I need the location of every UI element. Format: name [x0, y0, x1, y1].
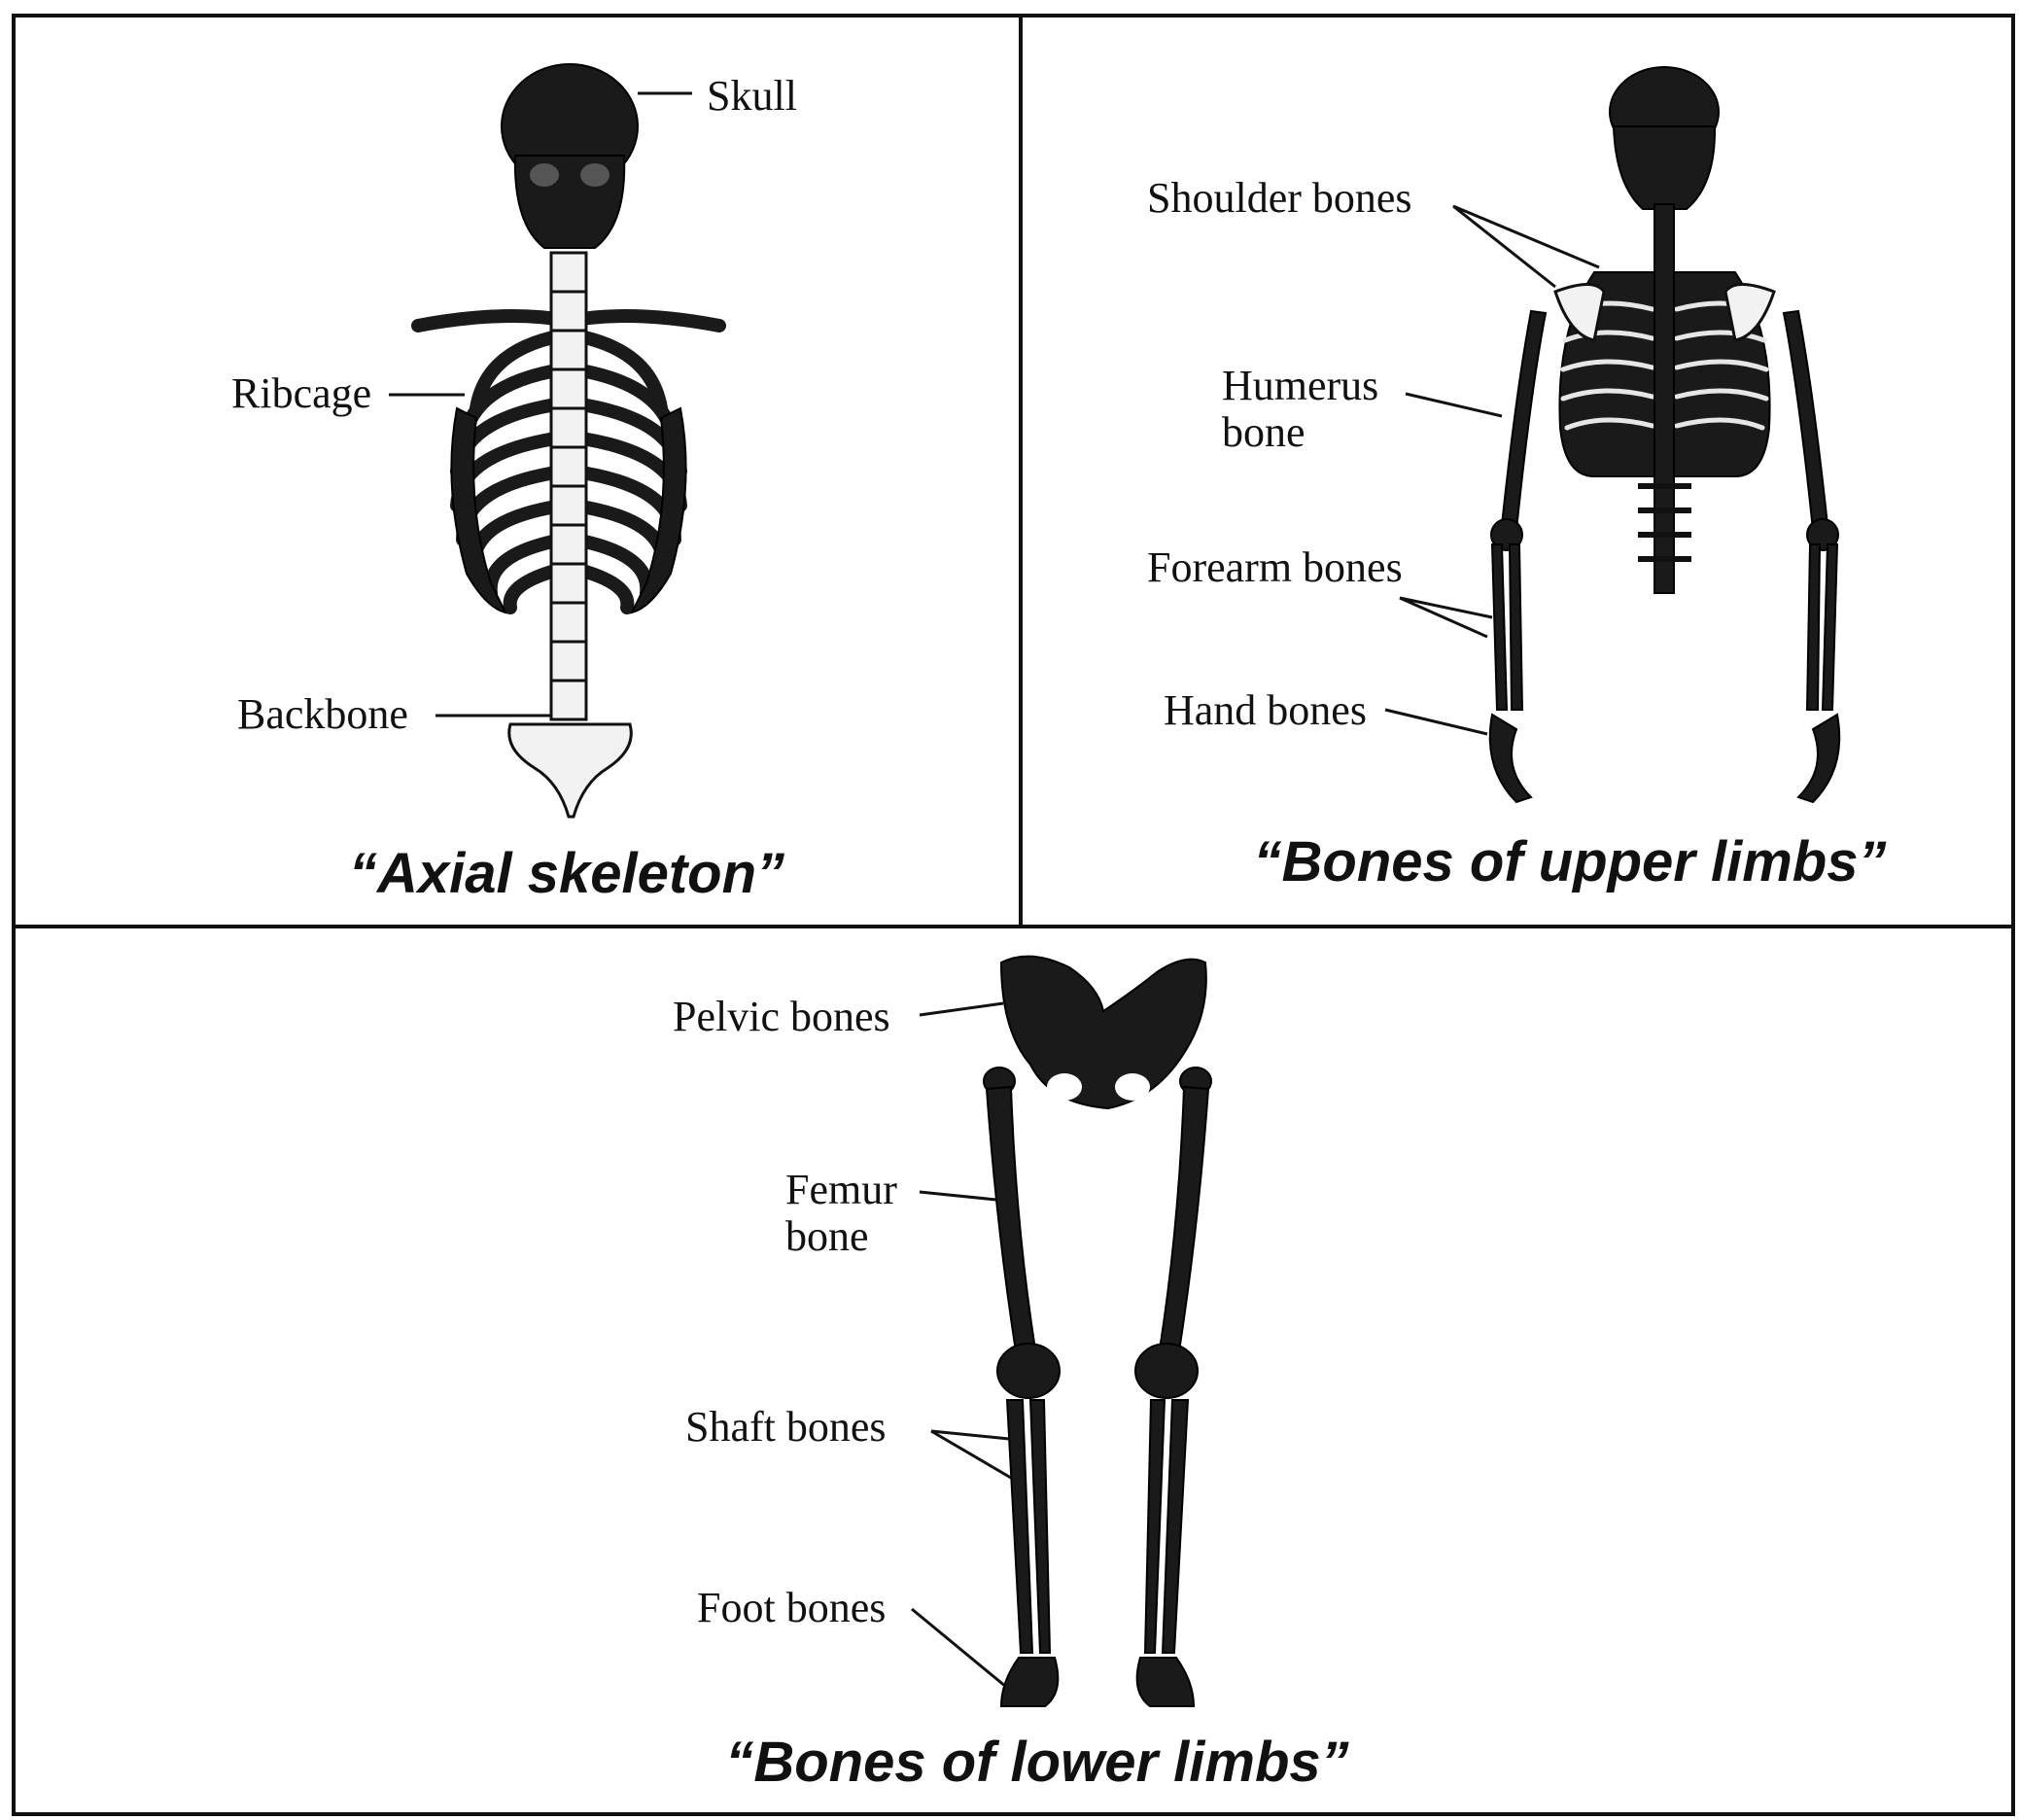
upper-limbs-illustration — [1490, 67, 1839, 802]
label-femur-line2: bone — [785, 1212, 869, 1260]
femur-leader — [920, 1192, 996, 1200]
forearm-leader — [1400, 598, 1492, 617]
caption-upper-limbs: “Bones of upper limbs” — [1254, 830, 1887, 893]
label-femur-line1: Femur — [785, 1166, 897, 1213]
label-backbone: Backbone — [237, 690, 408, 738]
forearm-leader-2 — [1400, 598, 1487, 637]
pelvic-leader — [920, 1003, 1003, 1015]
shoulder-blade-left — [1555, 285, 1604, 341]
hand-leader — [1385, 710, 1487, 734]
label-shaft-bones: Shaft bones — [685, 1403, 887, 1451]
pelvis-drawing — [1001, 957, 1206, 1108]
panel-lower-limbs: Pelvic bones Femur bone Shaft bones Foot… — [673, 957, 1349, 1794]
backbone-drawing — [509, 253, 632, 817]
foot-leader — [912, 1609, 1006, 1687]
lower-limbs-illustration — [984, 957, 1211, 1706]
label-pelvic-bones: Pelvic bones — [673, 993, 890, 1040]
label-humerus-line1: Humerus — [1222, 362, 1378, 409]
shoulder-blade-right — [1725, 285, 1774, 341]
caption-lower-limbs: “Bones of lower limbs” — [725, 1731, 1348, 1794]
label-hand-bones: Hand bones — [1164, 686, 1367, 734]
label-foot-bones: Foot bones — [697, 1584, 886, 1631]
label-skull: Skull — [707, 72, 797, 120]
panel-axial-skeleton: Skull Ribcage Backbone “Axial skeleton” — [231, 64, 797, 905]
shoulder-leader-2 — [1453, 206, 1599, 267]
humerus-leader — [1406, 394, 1502, 416]
panel-upper-limbs: Shoulder bones Humerus bone Forearm bone… — [1147, 67, 1886, 893]
caption-axial-skeleton: “Axial skeleton” — [349, 842, 784, 905]
skull-drawing — [502, 64, 638, 248]
label-ribcage: Ribcage — [231, 369, 371, 417]
label-shoulder-bones: Shoulder bones — [1147, 174, 1412, 222]
shoulder-leader — [1453, 206, 1555, 287]
axial-skeleton-illustration — [418, 64, 719, 817]
label-forearm-bones: Forearm bones — [1147, 543, 1403, 591]
label-humerus-line2: bone — [1222, 408, 1305, 456]
